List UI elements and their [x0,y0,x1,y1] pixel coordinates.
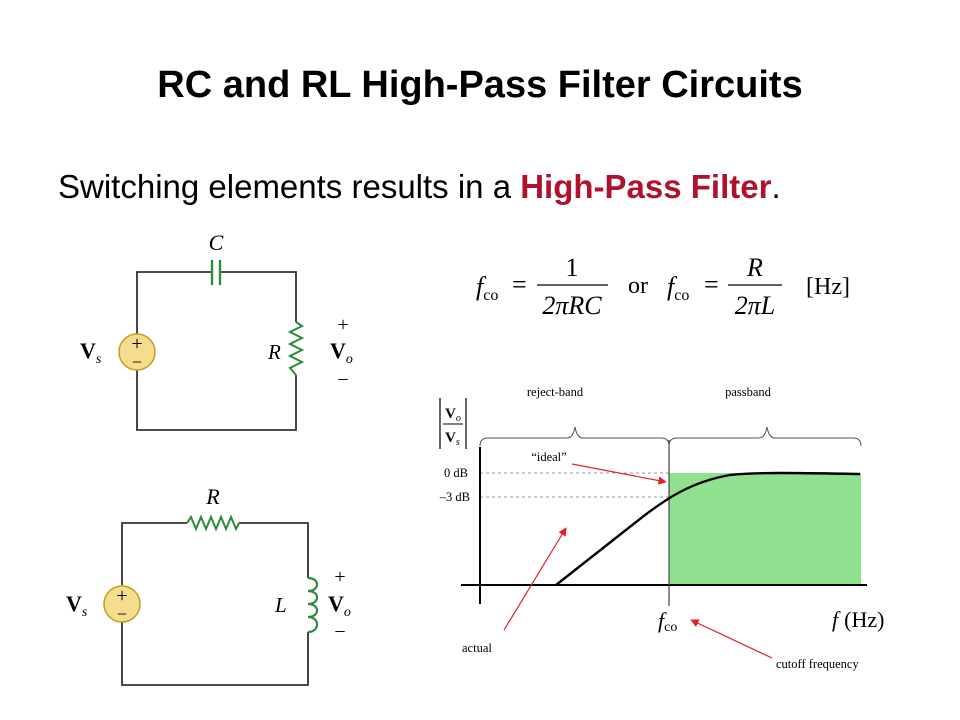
formula-lhs-2: fco [667,272,689,304]
cutoff-arrow [690,619,773,659]
rc-source-plus: + [131,333,142,355]
formula-unit: [Hz] [806,274,850,300]
formula-lhs-1: fco [476,272,498,304]
actual-arrow [503,527,567,631]
cutoff-frequency-label: cutoff frequency [776,657,859,671]
rc-output-plus: + [337,314,348,336]
zero-db-label: 0 dB [444,466,468,480]
rl-output-minus: − [334,621,345,643]
cutoff-formula: fco = 1 2πRC or fco = R 2πL [Hz] [476,253,850,320]
fco-label: fco [658,608,677,635]
rl-circuit: + − R L Vs Vo + − [66,484,351,686]
formula-denominator-2: 2πL [735,291,776,320]
actual-response-curve [555,471,861,586]
rc-source-minus: − [132,352,142,372]
ideal-label: “ideal” [531,450,566,464]
rl-resistor-label: R [205,484,220,509]
rl-source-minus: − [117,604,127,624]
formula-numerator-2: R [746,253,763,282]
formula-equals-2: = [704,270,719,299]
subtitle: Switching elements results in a High-Pas… [58,168,781,206]
rc-circuit: + − C R Vs Vo + − [80,230,353,431]
ratio-denominator: Vs [445,430,460,448]
rl-source-plus: + [116,585,127,607]
rl-wires [121,522,309,686]
passband-label: passband [725,385,772,399]
rl-source-label: Vs [66,591,88,620]
rc-resistor [287,321,305,376]
actual-label: actual [462,641,492,655]
minus3-db-label: –3 dB [439,490,470,504]
rc-resistor-label: R [267,340,281,364]
slide-title: RC and RL High-Pass Filter Circuits [157,64,803,106]
rl-output-plus: + [334,566,345,588]
rl-voltage-source [103,585,141,623]
subtitle-highlight: High-Pass Filter [520,168,772,205]
rl-inductor [307,576,319,634]
rc-wires [136,271,297,431]
rl-inductor-label: L [274,593,287,617]
rc-capacitor [210,260,222,285]
formula-denominator-1: 2πRC [542,291,602,320]
subtitle-text: Switching elements results in a [58,168,521,205]
rc-output-label: Vo [330,338,353,367]
rl-output-label: Vo [328,591,351,620]
ratio-numerator: Vo [445,406,461,424]
rc-voltage-source [118,333,156,371]
passband-brace [668,426,862,447]
formula-numerator-1: 1 [566,253,579,282]
rc-capacitor-label: C [209,230,224,255]
rc-output-minus: − [337,369,348,391]
subtitle-period: . [771,168,781,205]
reject-band-label: reject-band [527,385,584,399]
reject-band-brace [479,426,670,447]
formula-equals-1: = [512,270,527,299]
rl-resistor [186,514,240,532]
rc-source-label: Vs [80,338,102,367]
x-axis-label: f(Hz) [832,607,884,632]
formula-or: or [628,273,648,299]
ideal-arrow [571,463,667,485]
frequency-response: Vo Vs reject-band passband “ideal” 0 dB … [439,385,885,671]
passband-region [669,473,861,585]
